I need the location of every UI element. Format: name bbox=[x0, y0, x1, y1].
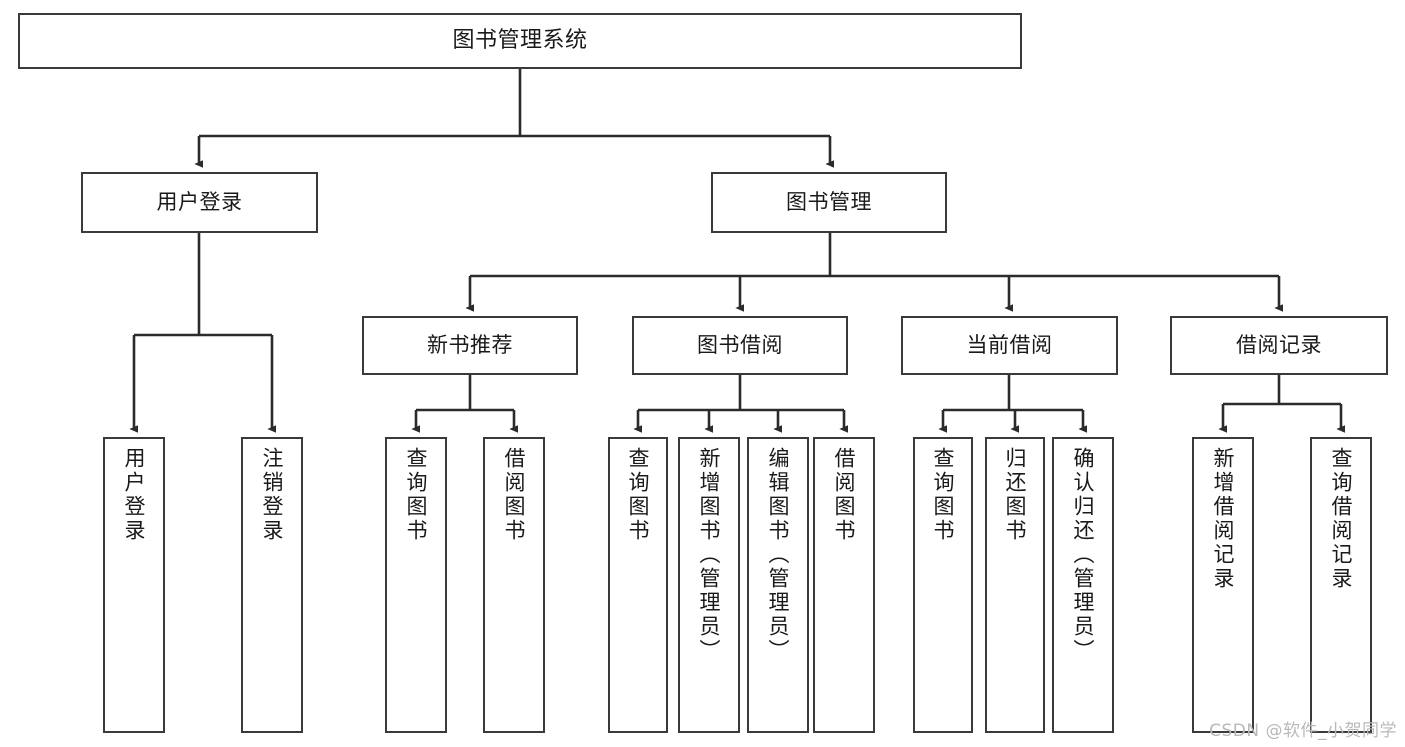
node-leaf-query-book-1[interactable]: 查询图书 bbox=[385, 437, 447, 733]
node-leaf-query-book-2[interactable]: 查询图书 bbox=[608, 437, 668, 733]
node-leaf-edit-book[interactable]: 编辑图书（管理员） bbox=[747, 437, 809, 733]
node-book-borrow[interactable]: 图书借阅 bbox=[632, 316, 848, 375]
node-book-manage[interactable]: 图书管理 bbox=[711, 172, 947, 233]
node-leaf-add-record[interactable]: 新增借阅记录 bbox=[1192, 437, 1254, 733]
node-leaf-query-book-1-label: 查询图书 bbox=[404, 447, 429, 543]
node-leaf-return-book-label: 归还图书 bbox=[1003, 447, 1028, 543]
node-leaf-user-login-label: 用户登录 bbox=[122, 447, 147, 543]
node-leaf-borrow-book-2-label: 借阅图书 bbox=[832, 447, 857, 543]
node-borrow-record[interactable]: 借阅记录 bbox=[1170, 316, 1388, 375]
node-book-manage-label: 图书管理 bbox=[786, 189, 872, 214]
node-book-borrow-label: 图书借阅 bbox=[697, 332, 783, 357]
node-user-login-label: 用户登录 bbox=[156, 189, 243, 214]
node-leaf-borrow-book-1[interactable]: 借阅图书 bbox=[483, 437, 545, 733]
node-leaf-logout[interactable]: 注销登录 bbox=[241, 437, 303, 733]
node-current-borrow-label: 当前借阅 bbox=[966, 332, 1053, 357]
node-leaf-query-book-3[interactable]: 查询图书 bbox=[913, 437, 973, 733]
node-leaf-user-login[interactable]: 用户登录 bbox=[103, 437, 165, 733]
node-new-book-recommend-label: 新书推荐 bbox=[427, 332, 513, 357]
node-root-label: 图书管理系统 bbox=[452, 27, 588, 53]
node-leaf-logout-label: 注销登录 bbox=[260, 447, 285, 543]
node-leaf-borrow-book-1-label: 借阅图书 bbox=[502, 447, 527, 543]
node-leaf-query-record[interactable]: 查询借阅记录 bbox=[1310, 437, 1372, 733]
node-new-book-recommend[interactable]: 新书推荐 bbox=[362, 316, 578, 375]
node-leaf-borrow-book-2[interactable]: 借阅图书 bbox=[813, 437, 875, 733]
node-leaf-return-book[interactable]: 归还图书 bbox=[985, 437, 1045, 733]
node-root[interactable]: 图书管理系统 bbox=[18, 13, 1022, 69]
node-leaf-confirm-return[interactable]: 确认归还（管理员） bbox=[1052, 437, 1114, 733]
node-current-borrow[interactable]: 当前借阅 bbox=[901, 316, 1118, 375]
node-leaf-query-book-3-label: 查询图书 bbox=[931, 447, 956, 543]
node-leaf-edit-book-label: 编辑图书（管理员） bbox=[766, 447, 791, 663]
node-leaf-query-book-2-label: 查询图书 bbox=[626, 447, 651, 543]
node-borrow-record-label: 借阅记录 bbox=[1236, 332, 1322, 357]
node-leaf-add-book-label: 新增图书（管理员） bbox=[697, 447, 722, 663]
node-leaf-query-record-label: 查询借阅记录 bbox=[1329, 447, 1354, 591]
node-leaf-add-record-label: 新增借阅记录 bbox=[1211, 447, 1236, 591]
node-leaf-add-book[interactable]: 新增图书（管理员） bbox=[678, 437, 740, 733]
node-leaf-confirm-return-label: 确认归还（管理员） bbox=[1071, 447, 1096, 663]
node-user-login[interactable]: 用户登录 bbox=[81, 172, 318, 233]
